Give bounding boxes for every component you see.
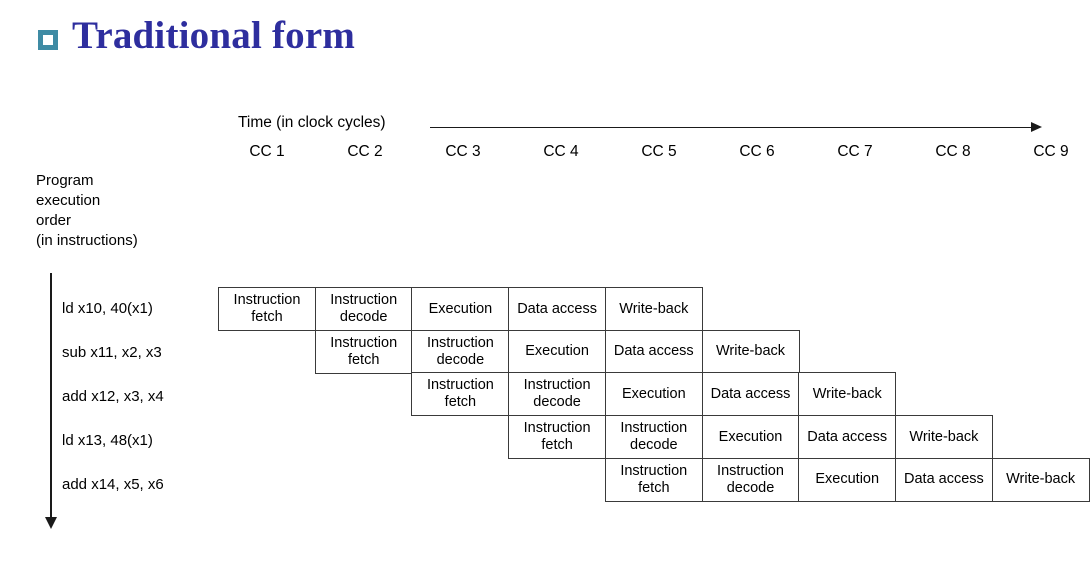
pipeline-stage-cell: Instruction fetch xyxy=(218,287,316,331)
pipeline-stage-cell: Data access xyxy=(894,457,993,502)
pipeline-stage-cell: Instruction decode xyxy=(508,372,607,417)
clock-cycle-label: CC 1 xyxy=(249,143,285,160)
program-order-arrow-head xyxy=(45,517,57,529)
clock-cycle-label: CC 5 xyxy=(641,143,677,160)
program-order-caption: Program execution order (in instructions) xyxy=(36,171,138,251)
pipeline-stage-cell: Instruction fetch xyxy=(314,329,413,374)
instruction-row: ld x10, 40(x1) xyxy=(62,287,164,331)
time-axis-arrow-shaft xyxy=(430,127,1034,129)
pipeline-stage-cell: Write-back xyxy=(894,415,993,460)
pipeline-stage-cell: Execution xyxy=(798,457,897,502)
clock-cycle-header-row: CC 1 CC 2 CC 3 CC 4 CC 5 CC 6 CC 7 CC 8 CC 9 xyxy=(218,142,1092,162)
program-order-caption-line: order xyxy=(36,212,72,229)
clock-cycle-label: CC 8 xyxy=(935,143,971,160)
pipeline-stage-cell: Execution xyxy=(701,415,800,460)
instruction-row: add x12, x3, x4 xyxy=(62,375,164,419)
time-axis-label: Time (in clock cycles) xyxy=(238,114,386,131)
instruction-list: ld x10, 40(x1) sub x11, x2, x3 add x12, x3… xyxy=(62,287,164,507)
pipeline-stage-cell: Execution xyxy=(508,329,607,374)
pipeline-stage-cell: Write-back xyxy=(798,372,897,417)
pipeline-stage-cell: Data access xyxy=(508,287,607,331)
pipeline-stage-cell: Execution xyxy=(411,287,510,331)
page-title: Traditional form xyxy=(38,14,355,58)
instruction-label: ld x10, 40(x1) xyxy=(62,300,153,317)
program-order-arrow-shaft xyxy=(50,273,52,517)
instruction-label: add x14, x5, x6 xyxy=(62,476,164,493)
clock-cycle-label: CC 4 xyxy=(543,143,579,160)
program-order-arrow-icon xyxy=(44,273,58,529)
pipeline-stage-cell: Write-back xyxy=(604,287,703,331)
time-axis-arrow-icon xyxy=(430,120,1042,135)
pipeline-stage-cell: Data access xyxy=(701,372,800,417)
pipeline-stage-cell: Execution xyxy=(604,372,703,417)
clock-cycle-label: CC 3 xyxy=(445,143,481,160)
program-order-caption-line: (in instructions) xyxy=(36,232,138,249)
pipeline-stage-cell: Data access xyxy=(798,415,897,460)
instruction-row: ld x13, 48(x1) xyxy=(62,419,164,463)
page-title-text: Traditional form xyxy=(72,14,356,57)
pipeline-stage-cell: Instruction decode xyxy=(701,457,800,502)
pipeline-stage-cell: Instruction fetch xyxy=(508,415,607,460)
pipeline-stage-cell: Instruction fetch xyxy=(411,372,510,417)
bullet-square-icon xyxy=(38,30,58,50)
clock-cycle-label: CC 9 xyxy=(1033,143,1069,160)
pipeline-stage-cell: Write-back xyxy=(991,457,1090,502)
instruction-row: add x14, x5, x6 xyxy=(62,463,164,507)
program-order-caption-line: execution xyxy=(36,192,101,209)
pipeline-stage-cell: Data access xyxy=(604,329,703,374)
instruction-label: ld x13, 48(x1) xyxy=(62,432,153,449)
pipeline-stage-cell: Instruction fetch xyxy=(604,457,703,502)
time-axis-arrow-head xyxy=(1031,122,1042,132)
clock-cycle-label: CC 2 xyxy=(347,143,383,160)
instruction-row: sub x11, x2, x3 xyxy=(62,331,164,375)
clock-cycle-label: CC 7 xyxy=(837,143,873,160)
clock-cycle-label: CC 6 xyxy=(739,143,775,160)
pipeline-stage-cell: Write-back xyxy=(701,329,800,374)
pipeline-stage-cell: Instruction decode xyxy=(411,329,510,374)
instruction-label: sub x11, x2, x3 xyxy=(62,344,162,361)
program-order-caption-line: Program xyxy=(36,172,94,189)
pipeline-stage-cell: Instruction decode xyxy=(604,415,703,460)
pipeline-stage-cell: Instruction decode xyxy=(314,287,413,331)
instruction-label: add x12, x3, x4 xyxy=(62,388,164,405)
